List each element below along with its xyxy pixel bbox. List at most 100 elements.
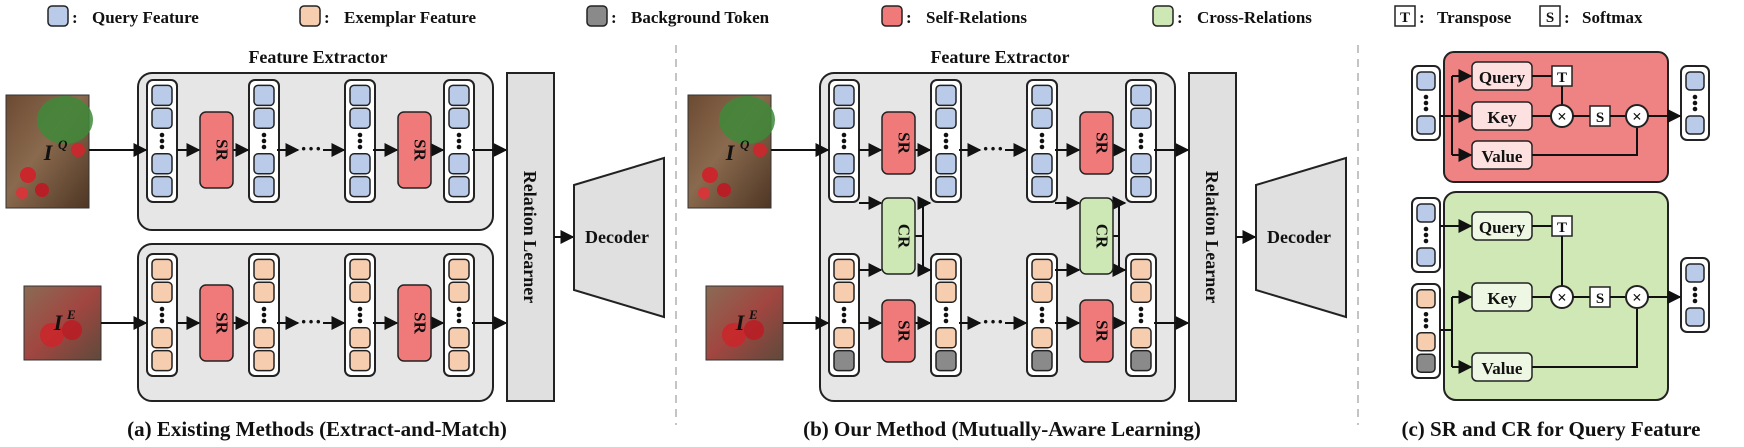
exemplar-image-label: I <box>53 310 64 335</box>
ellipsis-dot <box>159 312 165 318</box>
ellipsis-dot <box>456 318 462 324</box>
ellipsis-dot <box>1423 94 1429 100</box>
ellipsis-dot <box>159 132 165 138</box>
query-token <box>1130 84 1152 107</box>
value-label: Value <box>1482 147 1523 166</box>
legend-sep: : <box>611 8 617 27</box>
ellipsis-dot <box>357 138 363 144</box>
exemplar-token <box>833 327 855 349</box>
exemplar-token <box>253 281 275 303</box>
decoder-block <box>1255 156 1347 319</box>
legend-background-label: Background Token <box>631 8 770 27</box>
ellipsis-dot <box>943 132 949 138</box>
ellipsis-dot <box>159 306 165 312</box>
exemplar-token <box>349 258 371 281</box>
exemplar-token <box>349 281 371 303</box>
feature-column <box>828 253 860 377</box>
ellipsis-dot <box>159 138 165 144</box>
exemplar-token <box>253 327 275 349</box>
ellipsis-dot <box>456 144 462 150</box>
ellipsis-dot <box>943 312 949 318</box>
feature-column <box>930 79 962 203</box>
exemplar-image-sup: E <box>748 307 758 322</box>
query-token <box>151 107 173 129</box>
feature-column <box>146 253 178 377</box>
query-token <box>1130 153 1152 175</box>
exemplar-token <box>935 281 957 303</box>
legend-cross-swatch <box>1152 5 1174 27</box>
ellipsis-dot <box>1423 317 1429 323</box>
background-token <box>935 349 957 372</box>
feature-column <box>1411 197 1441 273</box>
exemplar-token <box>151 349 173 372</box>
ellipsis-dot <box>456 312 462 318</box>
feature-column <box>248 253 280 377</box>
exemplar-token <box>833 258 855 281</box>
ellipsis-dot <box>261 144 267 150</box>
exemplar-token <box>349 327 371 349</box>
ellipsis-dot <box>1423 238 1429 244</box>
ellipsis-dot <box>261 306 267 312</box>
exemplar-token <box>349 349 371 372</box>
feature-column <box>1680 65 1710 141</box>
ellipsis: ··· <box>300 136 322 161</box>
exemplar-token <box>833 281 855 303</box>
panel-b: Feature Extractor I Q I E ··· <box>687 47 1347 441</box>
ellipsis-dot <box>1138 318 1144 324</box>
sr-label: SR <box>213 312 232 334</box>
query-token <box>1416 115 1436 135</box>
query-token <box>448 175 470 198</box>
query-token <box>151 175 173 198</box>
feature-extractor-title: Feature Extractor <box>248 47 387 67</box>
query-token <box>1031 175 1053 198</box>
exemplar-token <box>935 327 957 349</box>
query-token <box>448 153 470 175</box>
ellipsis-dot <box>261 318 267 324</box>
query-label: Query <box>1479 68 1526 87</box>
legend-sep: : <box>324 8 330 27</box>
flow-line <box>1532 309 1638 368</box>
query-token <box>1130 175 1152 198</box>
legend-transpose-box <box>1394 5 1416 27</box>
ellipsis-dot <box>1039 306 1045 312</box>
ellipsis-dot <box>1423 323 1429 329</box>
ellipsis-dot <box>456 306 462 312</box>
feature-column <box>248 79 280 203</box>
legend-query-swatch <box>47 5 69 27</box>
ellipsis: ··· <box>982 309 1004 334</box>
legend-transpose-label: Transpose <box>1437 8 1512 27</box>
query-token <box>1685 263 1705 283</box>
query-token <box>1031 84 1053 107</box>
ellipsis-dot <box>1039 138 1045 144</box>
panel-c: Query Key Value T × S × Query Key <box>1401 51 1710 441</box>
feature-extractor-box <box>819 72 1176 402</box>
ellipsis-dot <box>357 144 363 150</box>
ellipsis-dot <box>841 144 847 150</box>
relation-learner-label: Relation Learner <box>520 171 540 303</box>
multiply-symbol: × <box>1557 107 1567 126</box>
ellipsis-dot <box>1692 298 1698 304</box>
background-token <box>1416 353 1436 373</box>
exemplar-image-label: I <box>735 310 746 335</box>
decoder-block <box>573 156 665 319</box>
query-image-label: I <box>43 140 54 165</box>
ellipsis-dot <box>943 318 949 324</box>
sr-block <box>881 111 916 175</box>
feature-column <box>344 253 376 377</box>
cr-block <box>1079 197 1114 275</box>
decoder-label: Decoder <box>1267 227 1331 247</box>
exemplar-token <box>1416 332 1436 352</box>
ellipsis-dot <box>1039 132 1045 138</box>
cr-label: CR <box>1093 224 1112 249</box>
feature-column <box>146 79 178 203</box>
exemplar-image: I E <box>23 285 102 361</box>
value-label: Value <box>1482 359 1523 378</box>
exemplar-image: I E <box>705 285 784 361</box>
ellipsis-dot <box>943 306 949 312</box>
key-label: Key <box>1487 289 1517 308</box>
exemplar-token <box>448 281 470 303</box>
query-token <box>1416 71 1436 91</box>
ellipsis-dot <box>1692 94 1698 100</box>
query-token <box>1416 203 1436 223</box>
caption-b: (b) Our Method (Mutually-Aware Learning) <box>803 417 1201 441</box>
